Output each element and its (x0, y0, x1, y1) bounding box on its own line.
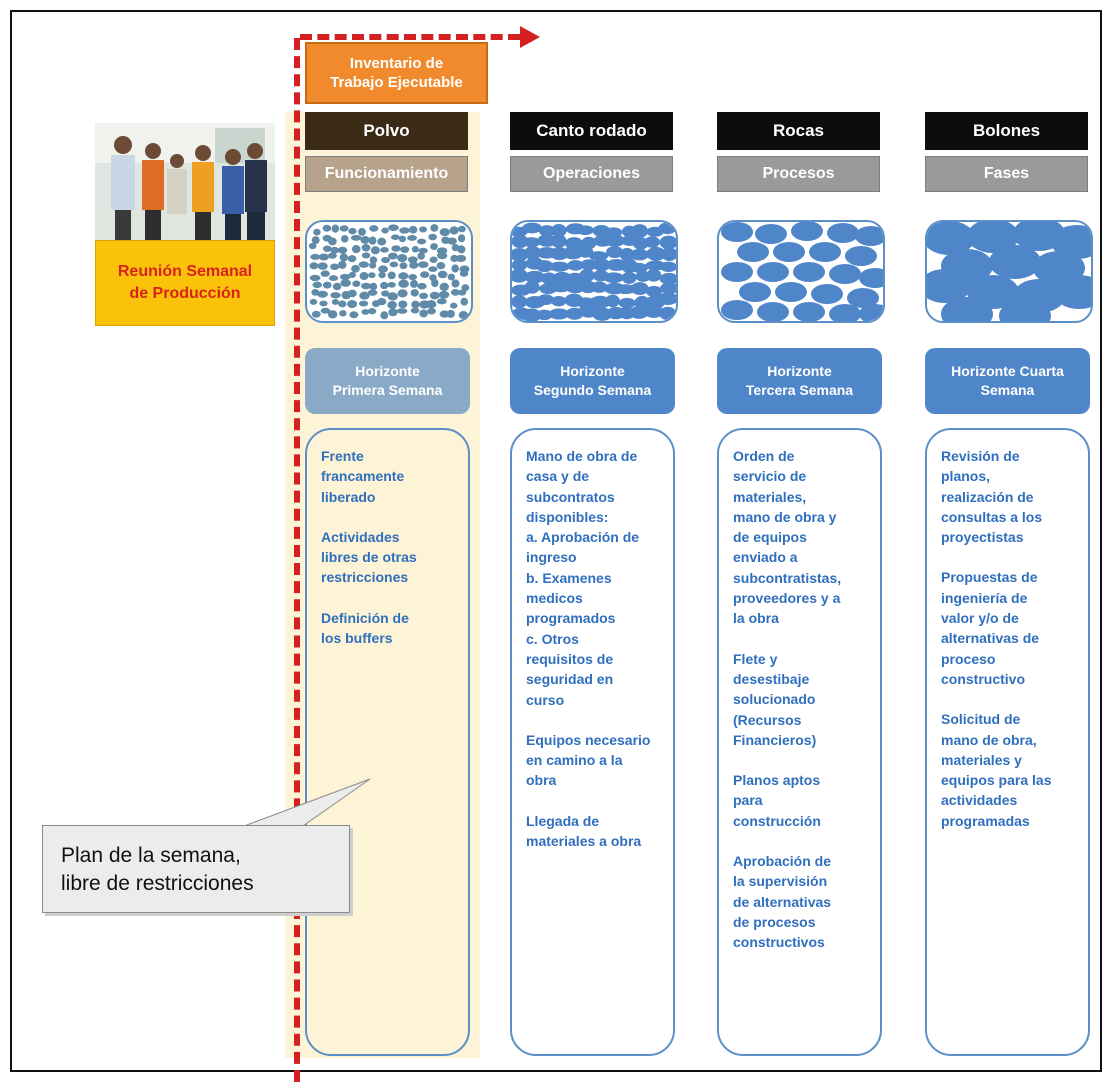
particles-graphic (927, 222, 1091, 321)
particle-sample-1 (305, 220, 473, 323)
horizon-label-2-text: Horizonte Segundo Semana (533, 363, 652, 398)
requirement-item: Mano de obra de casa y de subcontratos d… (526, 448, 640, 708)
column-subtitle-3-text: Procesos (762, 165, 835, 182)
column-title-3: Rocas (717, 112, 880, 150)
particle-sample-4 (925, 220, 1093, 323)
arrow-head-icon (520, 26, 540, 48)
inventory-box: Inventario de Trabajo Ejecutable (305, 42, 488, 104)
particle-sample-3 (717, 220, 885, 323)
column-subtitle-3: Procesos (717, 156, 880, 192)
horizon-label-3: Horizonte Tercera Semana (717, 348, 882, 414)
requirement-item: Flete y desestibaje solucionado (Recurso… (733, 650, 817, 748)
diagram-frame (10, 10, 1102, 1072)
horizon-label-1: Horizonte Primera Semana (305, 348, 470, 414)
requirements-box-4: Revisión de planos, realización de consu… (925, 428, 1090, 1056)
column-subtitle-4: Fases (925, 156, 1088, 192)
requirement-item: Equipos necesario en camino a la obra (526, 731, 651, 789)
horizon-label-3-text: Horizonte Tercera Semana (745, 363, 854, 398)
requirement-item: Solicitud de mano de obra, materiales y … (941, 711, 1052, 829)
requirement-item: Propuestas de ingeniería de valor y/o de… (941, 569, 1040, 687)
arrow-line-horizontal (300, 34, 520, 40)
column-title-1-text: Polvo (363, 121, 410, 140)
particles-graphic (512, 222, 676, 321)
arrow-line-vertical (294, 38, 300, 1082)
horizon-label-2: Horizonte Segundo Semana (510, 348, 675, 414)
column-title-4: Bolones (925, 112, 1088, 150)
column-title-3-text: Rocas (772, 121, 825, 140)
callout-box: Plan de la semana, libre de restriccione… (42, 825, 350, 913)
column-subtitle-1-text: Funcionamiento (324, 165, 449, 182)
meeting-label: Reunión Semanal de Producción (95, 240, 275, 326)
requirements-box-2: Mano de obra de casa y de subcontratos d… (510, 428, 675, 1056)
requirement-item: Orden de servicio de materiales, mano de… (733, 448, 842, 627)
particles-graphic (721, 222, 883, 321)
horizon-label-4-text: Horizonte Cuarta Semana (951, 363, 1064, 398)
column-subtitle-2: Operaciones (510, 156, 673, 192)
requirements-box-3: Orden de servicio de materiales, mano de… (717, 428, 882, 1056)
column-title-4-text: Bolones (972, 121, 1041, 140)
horizon-label-1-text: Horizonte Primera Semana (332, 363, 443, 398)
column-subtitle-1: Funcionamiento (305, 156, 468, 192)
requirement-item: Llegada de materiales a obra (526, 812, 642, 850)
column-title-2-text: Canto rodado (536, 121, 647, 140)
column-title-1: Polvo (305, 112, 468, 150)
column-subtitle-2-text: Operaciones (543, 165, 640, 182)
requirement-item: Frente francamente liberado (321, 448, 405, 505)
horizon-label-4: Horizonte Cuarta Semana (925, 348, 1090, 414)
requirement-item: Aprobación de la supervisión de alternat… (733, 853, 832, 951)
particles-graphic (308, 224, 470, 320)
column-subtitle-4-text: Fases (983, 165, 1030, 182)
meeting-photo (95, 123, 275, 241)
requirement-item: Actividades libres de otras restriccione… (321, 528, 417, 586)
requirement-item: Definición de los buffers (321, 609, 409, 647)
requirement-item: Planos aptos para construcción (733, 772, 821, 829)
column-title-2: Canto rodado (510, 112, 673, 150)
particle-sample-2 (510, 220, 678, 323)
requirement-item: Revisión de planos, realización de consu… (941, 448, 1043, 546)
